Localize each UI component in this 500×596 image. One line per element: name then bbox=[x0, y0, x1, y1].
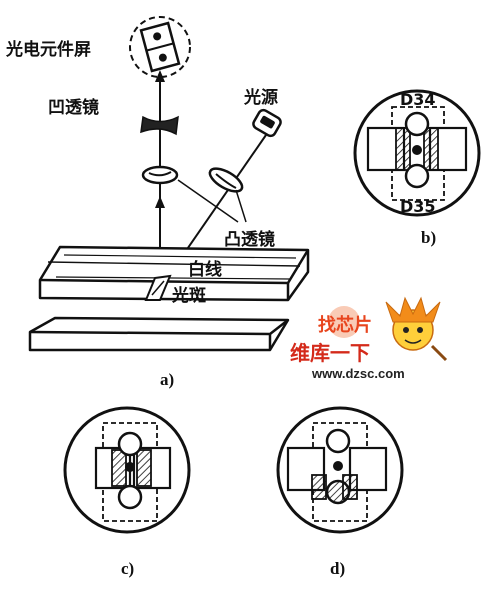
caption-b: b) bbox=[421, 228, 436, 247]
convex-lens-label: 凸透镜 bbox=[224, 229, 275, 250]
photo-screen-element bbox=[139, 21, 181, 73]
sensor-disc-d bbox=[276, 406, 404, 534]
sensor-d34 bbox=[404, 111, 430, 137]
light-source-label: 光源 bbox=[243, 87, 278, 108]
photo-screen-outline bbox=[129, 16, 191, 78]
convex-leader-left bbox=[177, 179, 239, 223]
watermark-url: www.dzsc.com bbox=[311, 366, 405, 381]
figure-a: 光电元件屏 凹透镜 光源 凸透镜 白线 光斑 a) bbox=[5, 16, 310, 389]
caption-a: a) bbox=[160, 370, 174, 389]
receive-arrow-upper bbox=[155, 70, 165, 82]
caption-d: d) bbox=[330, 559, 345, 578]
caption-c: c) bbox=[121, 559, 134, 578]
concave-lens-label: 凹透镜 bbox=[48, 97, 99, 118]
light-spot-label: 光斑 bbox=[171, 285, 206, 306]
convex-leader-right bbox=[235, 189, 247, 223]
light-source bbox=[252, 108, 282, 138]
floor-base bbox=[28, 316, 290, 352]
sensor-disc-b bbox=[353, 89, 481, 217]
watermark: 找芯片 维库一下 www.dzsc.com bbox=[290, 296, 448, 381]
mascot-icon bbox=[385, 296, 448, 362]
figure-d: d) bbox=[276, 406, 404, 578]
floor-board bbox=[38, 245, 310, 302]
sensor-d34-label: D34 bbox=[400, 90, 436, 109]
sensor-disc-c bbox=[63, 406, 191, 534]
white-line-label: 白线 bbox=[188, 259, 222, 280]
figure-c: c) bbox=[63, 406, 191, 578]
sensor-d35 bbox=[404, 163, 430, 189]
photo-screen-label: 光电元件屏 bbox=[5, 39, 91, 60]
sensor-d35-label: D35 bbox=[400, 197, 436, 216]
concave-lens bbox=[140, 115, 179, 136]
white-line bbox=[47, 261, 301, 267]
watermark-logo-text: 找芯片 bbox=[318, 314, 372, 336]
figure-b: D34 D35 b) bbox=[353, 89, 481, 247]
watermark-slogan: 维库一下 bbox=[290, 341, 370, 365]
receive-arrow-lower bbox=[155, 196, 165, 208]
